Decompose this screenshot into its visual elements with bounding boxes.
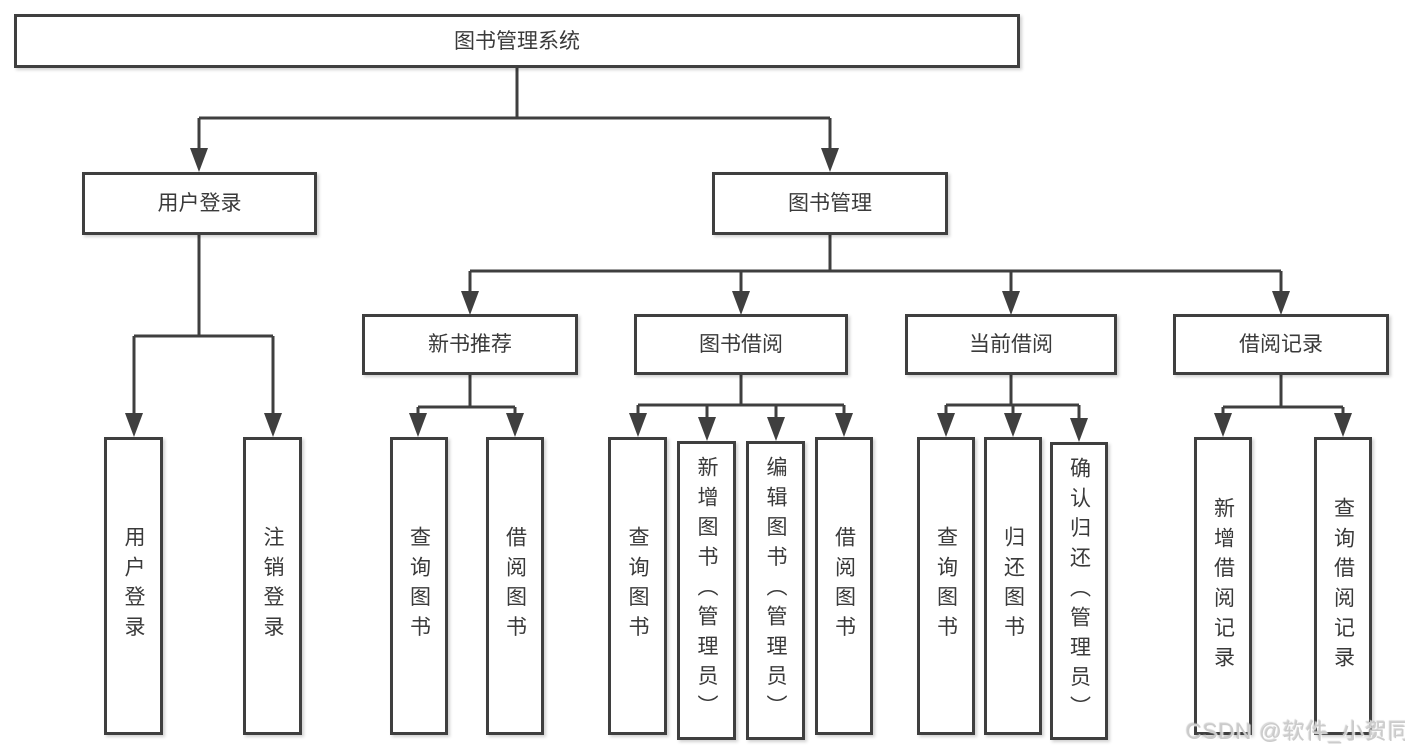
node-user-login-leaf: 用户登录	[104, 437, 163, 735]
node-query-borrow-record: 查询借阅记录	[1314, 437, 1372, 735]
node-add-borrow-record: 新增借阅记录	[1194, 437, 1252, 735]
node-query-books-recommend: 查询图书	[390, 437, 448, 735]
node-user-login: 用户登录	[82, 172, 317, 235]
node-return-books: 归还图书	[984, 437, 1042, 735]
node-book-management: 图书管理	[712, 172, 948, 235]
node-query-books-borrowing: 查询图书	[608, 437, 667, 735]
node-borrow-books-leaf: 借阅图书	[815, 437, 873, 735]
node-query-books-current: 查询图书	[917, 437, 975, 735]
node-confirm-return-admin: 确认归还（管理员）	[1050, 442, 1108, 740]
node-book-borrowing: 图书借阅	[634, 314, 848, 375]
node-current-borrowing: 当前借阅	[905, 314, 1117, 375]
node-add-books-admin: 新增图书（管理员）	[677, 441, 736, 740]
node-logout: 注销登录	[243, 437, 302, 735]
node-edit-books-admin: 编辑图书（管理员）	[746, 441, 805, 740]
node-book-management-system: 图书管理系统	[14, 14, 1020, 68]
watermark: CSDN @软件_小贺同学	[1186, 719, 1405, 744]
node-new-book-recommendation: 新书推荐	[362, 314, 578, 375]
node-borrow-books-recommend: 借阅图书	[486, 437, 544, 735]
node-borrowing-records: 借阅记录	[1173, 314, 1389, 375]
